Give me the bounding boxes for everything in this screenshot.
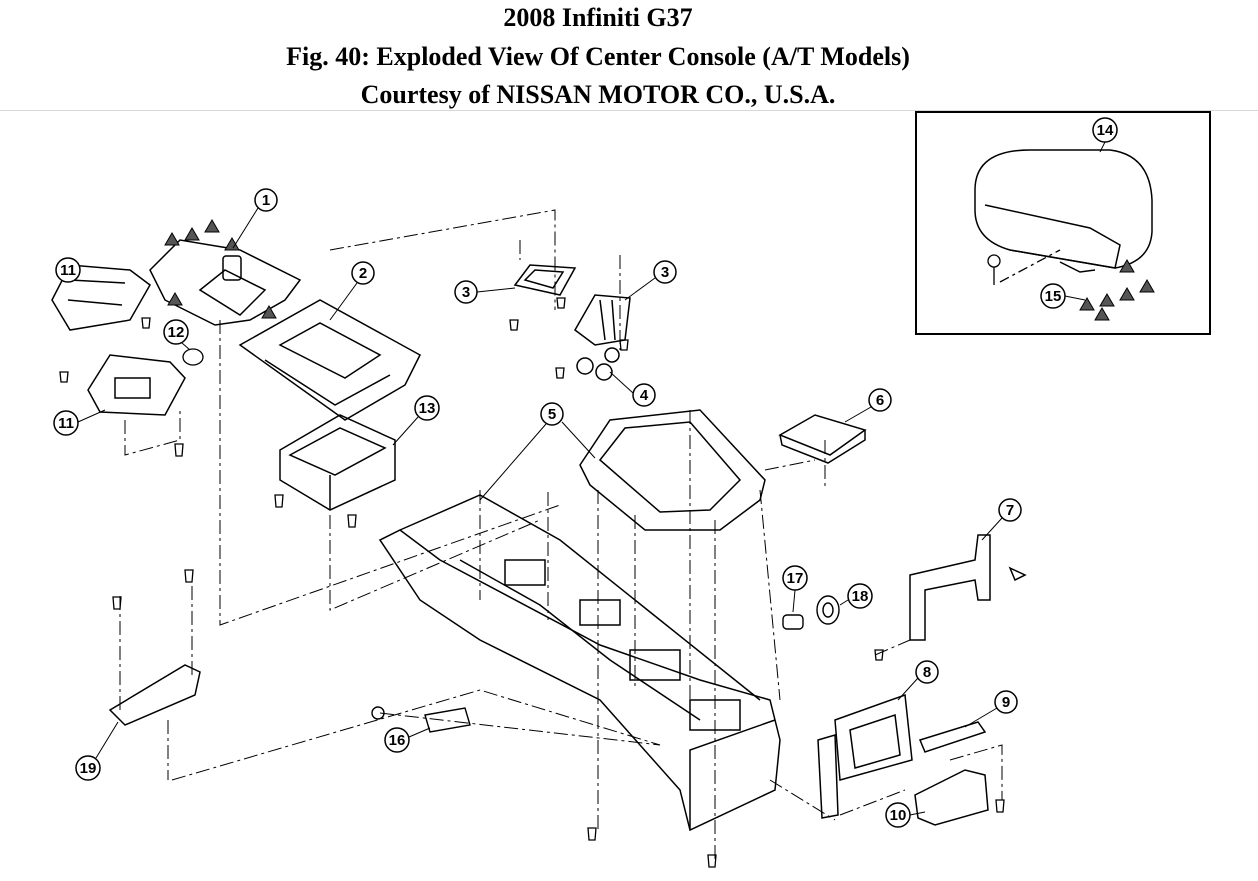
armrest-screw (987, 249, 1061, 285)
svg-text:10: 10 (890, 807, 907, 824)
callout-6: 6 (844, 388, 892, 423)
console-main-body (378, 494, 781, 832)
side-trim (108, 664, 201, 726)
switch-16 (371, 706, 471, 733)
cup-holder (279, 414, 396, 511)
callout-7: 7 (981, 498, 1022, 541)
rear-vent (918, 721, 987, 753)
seat-switch-panel (574, 294, 631, 381)
armrest-inset-box (915, 111, 1211, 335)
callout-18: 18 (839, 583, 873, 609)
courtesy-line: Courtesy of NISSAN MOTOR CO., U.S.A. (360, 80, 836, 109)
svg-text:7: 7 (1006, 502, 1014, 519)
rear-bracket (909, 534, 1027, 641)
armrest-clips (1079, 259, 1155, 321)
shift-finisher (149, 239, 302, 326)
coin-tray (778, 414, 867, 464)
callout-11b: 11 (53, 409, 106, 436)
callout-9: 9 (964, 690, 1018, 728)
svg-text:1: 1 (262, 192, 270, 209)
svg-text:18: 18 (852, 588, 869, 605)
callout-10: 10 (885, 802, 926, 828)
callout-8: 8 (897, 660, 939, 701)
callout-17: 17 (782, 565, 808, 613)
svg-text:11: 11 (60, 262, 76, 279)
rear-duct (817, 734, 839, 819)
svg-text:6: 6 (876, 392, 884, 409)
callout-1: 1 (232, 188, 278, 249)
cigarette-lighter (816, 595, 840, 625)
rear-finisher (834, 693, 913, 781)
callout-13: 13 (392, 395, 440, 446)
svg-text:2: 2 (359, 265, 367, 282)
vehicle-title: 2008 Infiniti G37 (503, 3, 693, 32)
svg-text:19: 19 (80, 760, 97, 777)
callout-14: 14 (1092, 117, 1118, 153)
screws (59, 297, 1005, 868)
svg-text:12: 12 (168, 324, 185, 341)
knob-12 (182, 348, 204, 366)
callout-19: 19 (75, 721, 119, 781)
heater-control-lower (87, 354, 186, 416)
power-socket (782, 614, 804, 630)
armrest-lid (974, 149, 1153, 273)
ash-tray (914, 769, 989, 826)
figure-title: Fig. 40: Exploded View Of Center Console… (286, 42, 910, 71)
svg-text:14: 14 (1097, 122, 1114, 139)
svg-text:5: 5 (548, 406, 556, 423)
svg-text:4: 4 (640, 387, 649, 404)
svg-text:16: 16 (389, 732, 406, 749)
console-upper-frame (579, 409, 766, 531)
callout-11a: 11 (55, 257, 81, 283)
svg-text:17: 17 (787, 570, 804, 587)
callout-3a: 3 (454, 280, 516, 304)
svg-text:11: 11 (58, 415, 74, 432)
callout-4: 4 (609, 371, 656, 407)
exploded-view-diagram: 1 2 3 3 4 5 6 7 8 9 10 11 11 12 13 14 15… (51, 111, 1211, 868)
callout-16: 16 (384, 727, 431, 753)
assembly-lines (119, 209, 1003, 860)
svg-text:3: 3 (462, 284, 470, 301)
small-bezel (513, 264, 577, 296)
callout-3b: 3 (624, 260, 677, 301)
callout-12: 12 (163, 319, 191, 351)
svg-text:3: 3 (661, 264, 669, 281)
svg-text:15: 15 (1045, 288, 1062, 305)
svg-text:13: 13 (419, 400, 436, 417)
callout-5: 5 (479, 402, 596, 501)
svg-text:8: 8 (923, 664, 931, 681)
callout-2: 2 (329, 261, 375, 321)
shift-finisher-clips (164, 219, 277, 319)
callout-15: 15 (1040, 283, 1086, 309)
console-finisher (238, 299, 421, 421)
svg-text:9: 9 (1002, 694, 1010, 711)
figure-header: 2008 Infiniti G37 Fig. 40: Exploded View… (0, 0, 1258, 111)
